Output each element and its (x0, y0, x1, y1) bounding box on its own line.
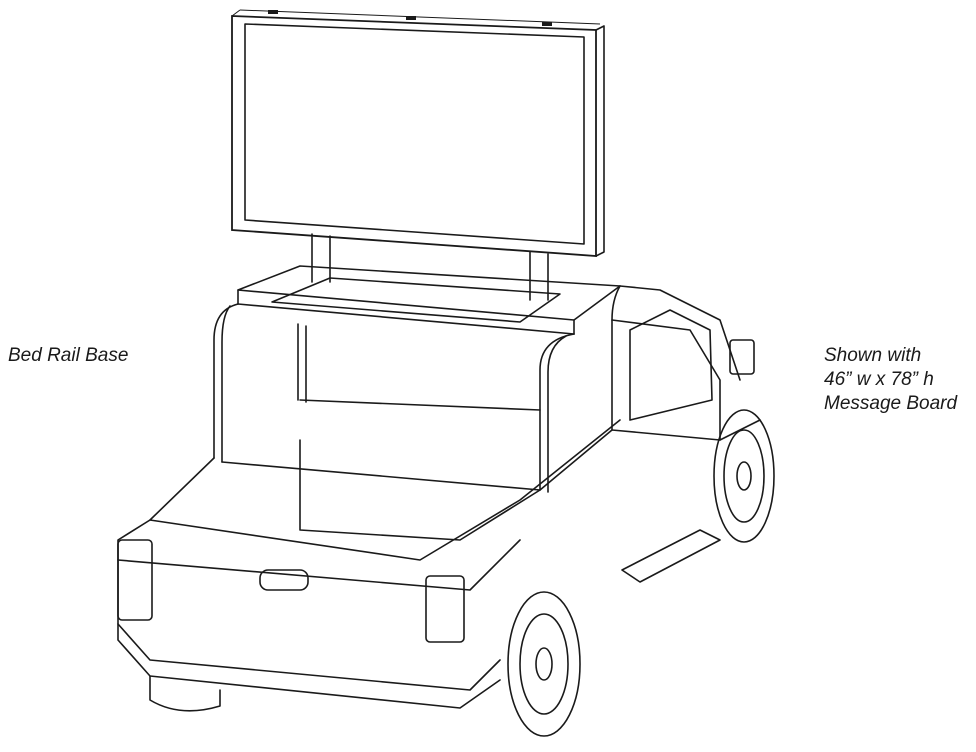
caption-line-2: 46” w x 78” h (824, 369, 934, 390)
bed-rail-frame (213, 265, 621, 493)
caption-line-1: Shown with (824, 345, 922, 366)
pickup-truck (117, 285, 761, 709)
message-board (231, 9, 605, 257)
message-board-caption: Shown with 46” w x 78” h Message Board (824, 344, 957, 416)
caption-line-3: Message Board (824, 393, 958, 414)
truck-wheels (149, 409, 775, 737)
bed-rail-base-caption: Bed Rail Base (8, 345, 129, 366)
